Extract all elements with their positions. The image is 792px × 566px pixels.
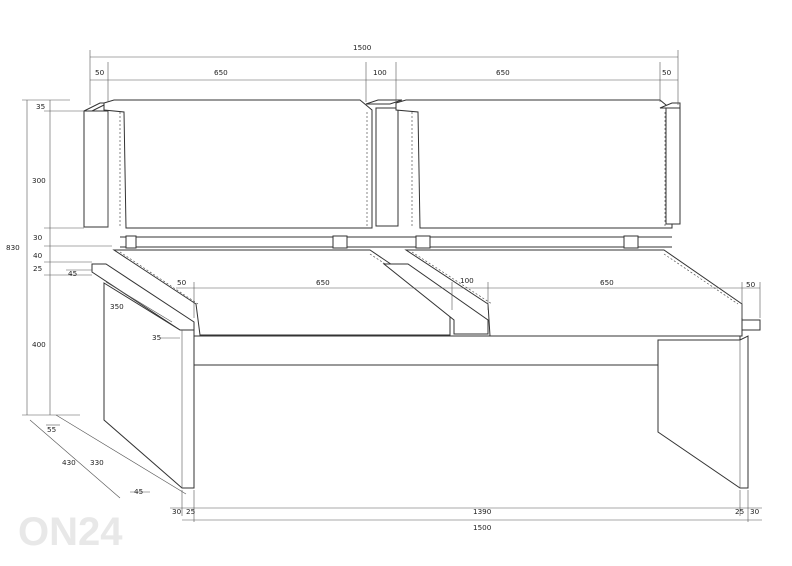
dim-seat-right-end: 50: [746, 280, 756, 289]
dim-depth-total: 430: [62, 458, 76, 467]
dim-gap-2: 40: [33, 251, 43, 260]
dim-top-left-end: 50: [95, 68, 105, 77]
dim-depth-top: 55: [47, 425, 56, 434]
dim-depth-bottom: 45: [134, 487, 143, 496]
dim-top-total: 1500: [353, 43, 372, 52]
dim-bottom-span: 1390: [473, 507, 492, 516]
dim-back-height: 300: [32, 176, 46, 185]
dim-bottom-right-inner: 25: [735, 507, 744, 516]
dim-top-right-end: 50: [662, 68, 672, 77]
dim-gap-1: 30: [33, 233, 43, 242]
dim-bottom-left-outer: 30: [172, 507, 182, 516]
dim-top-seat-2: 650: [496, 68, 510, 77]
backrest: [83, 99, 681, 249]
dim-top-seat-1: 650: [214, 68, 228, 77]
dimension-lines: 1500 50 650 100 650 50 830 35 300 30 40 …: [6, 43, 762, 532]
dim-bottom-total: 1500: [473, 523, 492, 532]
dim-seat-left-end: 50: [177, 278, 187, 287]
dim-back-top: 35: [36, 102, 45, 111]
dim-depth-inner: 330: [90, 458, 104, 467]
dim-gap-3: 25: [33, 264, 42, 273]
dim-seat-middle: 100: [460, 276, 474, 285]
dim-bottom-right-outer: 30: [750, 507, 760, 516]
dim-top-middle: 100: [373, 68, 387, 77]
watermark-logo: ON24: [18, 510, 123, 554]
dim-seat-1: 650: [316, 278, 330, 287]
dim-seat-2: 650: [600, 278, 614, 287]
dim-leg-height: 400: [32, 340, 46, 349]
dim-total-height: 830: [6, 243, 20, 252]
seat: [91, 249, 761, 489]
dim-seat-front-lip: 35: [152, 333, 161, 342]
dim-seat-front-bevel: 45: [68, 269, 77, 278]
dim-bottom-left-inner: 25: [186, 507, 195, 516]
dim-seat-depth: 350: [110, 302, 124, 311]
